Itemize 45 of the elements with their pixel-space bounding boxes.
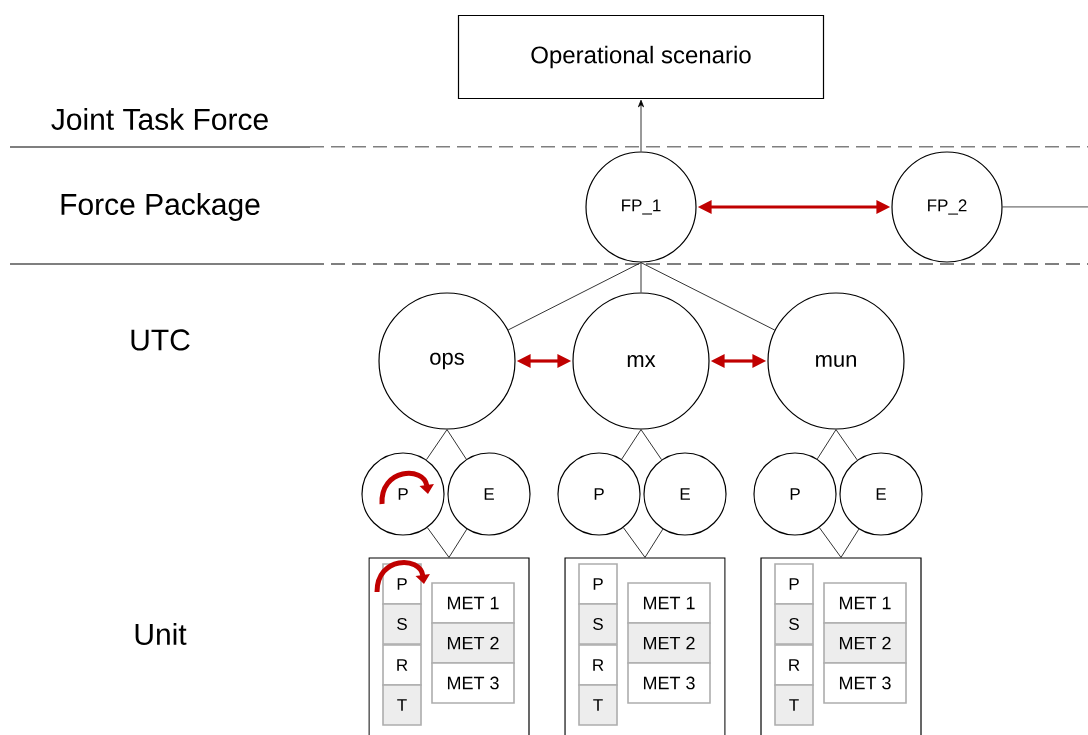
- layer-label: Force Package: [61, 193, 260, 221]
- connector: [840, 528, 860, 558]
- letter-cell: T: [774, 684, 814, 726]
- connector: [644, 528, 664, 558]
- connector: [816, 429, 837, 460]
- connector: [835, 429, 858, 461]
- metric-cell: MET 2: [823, 622, 907, 664]
- scenario-box: Operational scenario: [457, 14, 825, 100]
- connector: [623, 527, 646, 558]
- letter-cell: T: [382, 684, 422, 726]
- letter-cell: S: [578, 603, 618, 645]
- connector: [640, 262, 642, 293]
- unit-box: [368, 557, 530, 735]
- metric-cell: MET 3: [823, 662, 907, 704]
- connector: [640, 262, 776, 331]
- metric-cell: MET 1: [431, 582, 515, 624]
- metric-cell: MET 2: [627, 622, 711, 664]
- connector: [446, 429, 467, 460]
- letter-cell: R: [774, 644, 814, 686]
- metric-cell: MET 1: [823, 582, 907, 624]
- letter-cell: S: [382, 603, 422, 645]
- letter-cell: S: [774, 603, 814, 645]
- metric-cell: MET 1: [627, 582, 711, 624]
- connector: [427, 527, 450, 558]
- metric-cell: MET 3: [627, 662, 711, 704]
- connector: [426, 429, 448, 461]
- letter-cell: P: [774, 563, 814, 605]
- connector: [448, 528, 468, 558]
- layer-label: Joint Task Force: [51, 108, 268, 130]
- letter-cell: P: [578, 563, 618, 605]
- layer-label: Unit: [135, 623, 187, 645]
- connector: [507, 262, 642, 331]
- unit-box: [564, 557, 726, 735]
- metric-cell: MET 3: [431, 662, 515, 704]
- letter-cell: T: [578, 684, 618, 726]
- connector: [1002, 206, 1088, 208]
- connector: [621, 429, 642, 460]
- connector: [640, 429, 662, 461]
- metric-cell: MET 2: [431, 622, 515, 664]
- connector: [819, 527, 842, 558]
- unit-box: [760, 557, 922, 735]
- connector: [638, 99, 644, 152]
- letter-cell: R: [578, 644, 618, 686]
- layer-label: UTC: [131, 329, 190, 351]
- letter-cell: R: [382, 644, 422, 686]
